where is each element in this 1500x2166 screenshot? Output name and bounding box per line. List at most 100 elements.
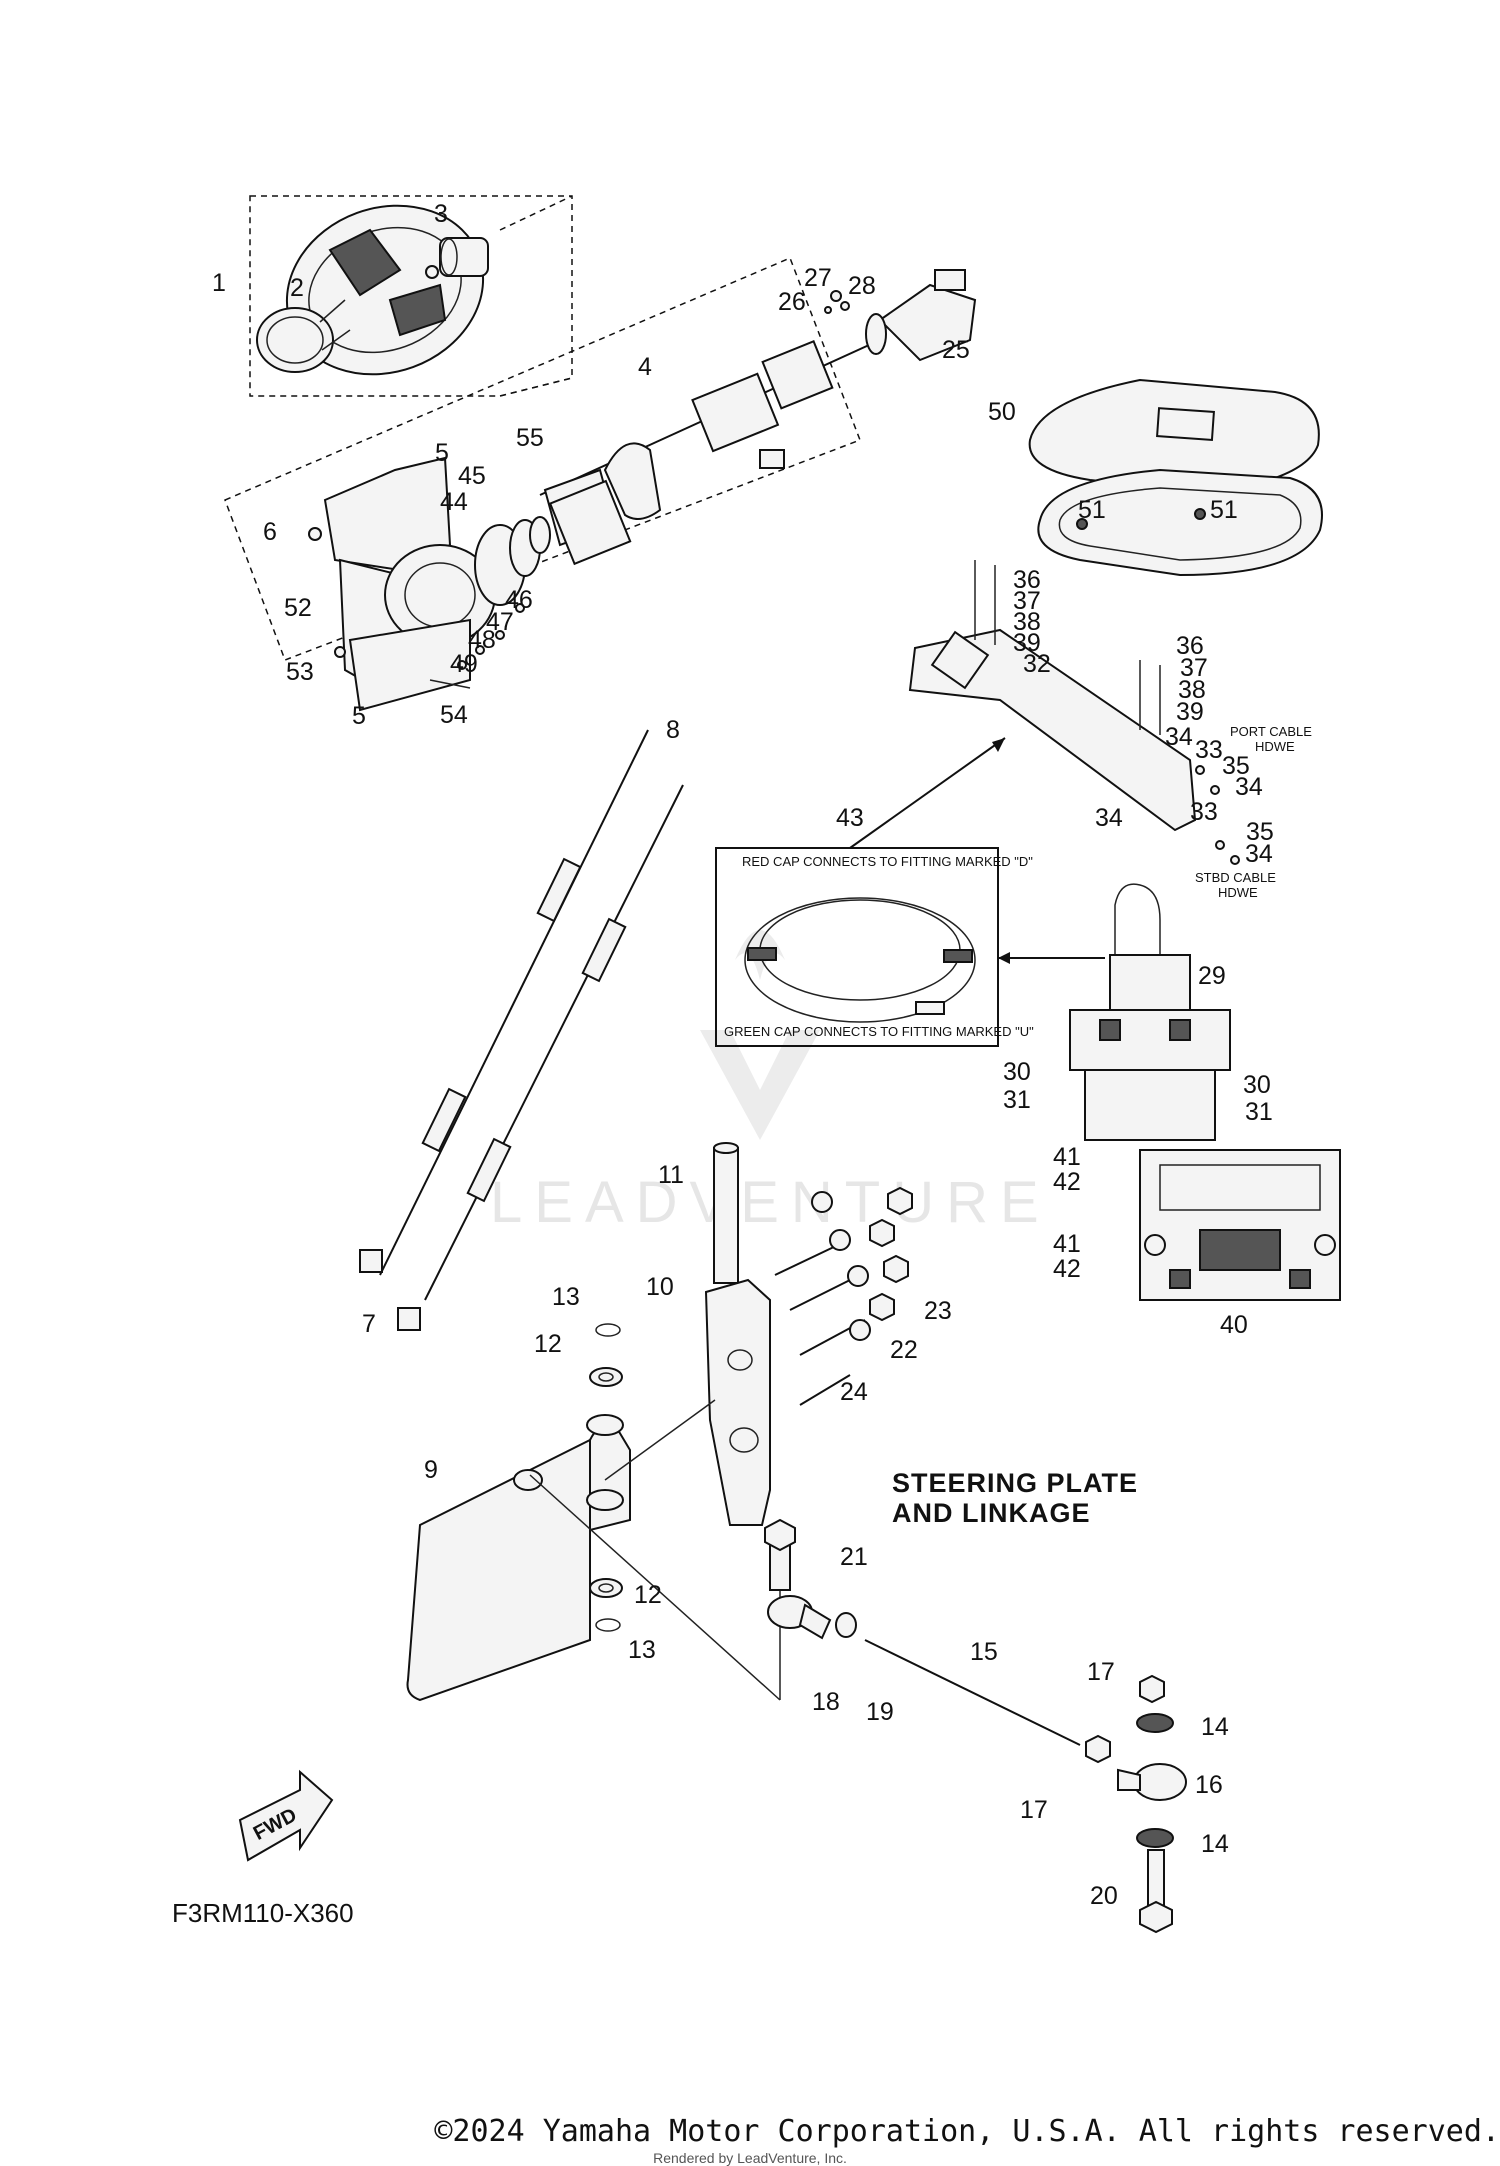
callout-c27: 27: [804, 264, 832, 292]
callout-c17a: 17: [1087, 1658, 1115, 1686]
callout-c12b: 12: [634, 1581, 662, 1609]
callout-c33b: 33: [1190, 798, 1218, 826]
callout-c36b: 36: [1176, 632, 1204, 660]
stbd-cable-label-2: HDWE: [1218, 885, 1258, 900]
callout-c20: 20: [1090, 1882, 1118, 1910]
callout-c23: 23: [924, 1297, 952, 1325]
copyright-text: ©2024 Yamaha Motor Corporation, U.S.A. A…: [434, 2114, 1500, 2149]
callout-c41b: 41: [1053, 1230, 1081, 1258]
callout-c7: 7: [362, 1310, 376, 1338]
callout-c26: 26: [778, 288, 806, 316]
callout-c39a: 39: [1013, 629, 1041, 657]
callout-c29: 29: [1198, 962, 1226, 990]
callout-c9: 9: [424, 1456, 438, 1484]
callout-c3: 3: [434, 200, 448, 228]
callout-c30a: 30: [1003, 1058, 1031, 1086]
cable-bracket-group: [908, 560, 1240, 865]
callout-c48: 48: [468, 626, 496, 654]
callout-c42a: 42: [1053, 1168, 1081, 1196]
callout-c10: 10: [646, 1273, 674, 1301]
hose-kit-box: RED CAP CONNECTS TO FITTING MARKED "D" G…: [715, 737, 1105, 1047]
callout-c34b: 34: [1235, 773, 1263, 801]
callout-c1: 1: [212, 269, 226, 297]
callout-c8: 8: [666, 716, 680, 744]
callout-c46: 46: [505, 586, 533, 614]
callout-c51b: 51: [1210, 496, 1238, 524]
callout-c52: 52: [284, 594, 312, 622]
hydraulic-pump-group: [1069, 883, 1231, 1141]
callout-c44: 44: [440, 488, 468, 516]
callout-c50: 50: [988, 398, 1016, 426]
callout-c49: 49: [450, 650, 478, 678]
drawing-code: F3RM110-X360: [172, 1898, 354, 1928]
callout-c40: 40: [1220, 1311, 1248, 1339]
callout-c5b: 5: [352, 702, 366, 730]
callout-c47: 47: [486, 608, 514, 636]
stbd-cable-label-1: STBD CABLE: [1195, 870, 1276, 885]
callout-c22: 22: [890, 1336, 918, 1364]
callout-c25: 25: [942, 336, 970, 364]
callout-c38b: 38: [1178, 676, 1206, 704]
steering-cables-group: [359, 729, 684, 1331]
callout-c41a: 41: [1053, 1143, 1081, 1171]
callout-c53: 53: [286, 658, 314, 686]
diagram-title-line1: STEERING PLATE: [892, 1468, 1138, 1498]
callout-c42b: 42: [1053, 1255, 1081, 1283]
watermark-text: LEADVENTURE: [490, 1170, 1051, 1235]
callout-c51a: 51: [1078, 496, 1106, 524]
steering-column-group: [224, 257, 977, 661]
callout-c19: 19: [866, 1698, 894, 1726]
callout-c12a: 12: [534, 1330, 562, 1358]
callout-c24: 24: [840, 1378, 868, 1406]
callout-c37b: 37: [1180, 654, 1208, 682]
callout-c34d: 34: [1245, 840, 1273, 868]
callout-c55: 55: [516, 424, 544, 452]
helm-housing-group: [308, 456, 632, 712]
callout-c54: 54: [440, 701, 468, 729]
watermark: LEADVENTURE: [490, 930, 1051, 1235]
callout-c13b: 13: [628, 1636, 656, 1664]
note-green-cap: GREEN CAP CONNECTS TO FITTING MARKED "U": [724, 1024, 1034, 1039]
callout-c21: 21: [840, 1543, 868, 1571]
callout-c34a: 34: [1165, 723, 1193, 751]
callout-c28: 28: [848, 272, 876, 300]
fwd-arrow-icon: FWD: [238, 1769, 334, 1862]
callout-c6: 6: [263, 518, 277, 546]
callout-c14b: 14: [1201, 1830, 1229, 1858]
callout-c43: 43: [836, 804, 864, 832]
control-module-group: [1139, 1149, 1341, 1301]
callout-c34c: 34: [1095, 804, 1123, 832]
callout-c31b: 31: [1245, 1098, 1273, 1126]
callout-c13a: 13: [552, 1283, 580, 1311]
callout-c2: 2: [290, 274, 304, 302]
callout-c35a: 35: [1222, 752, 1250, 780]
callout-c14a: 14: [1201, 1713, 1229, 1741]
callout-c33a: 33: [1195, 736, 1223, 764]
callout-c4: 4: [638, 353, 652, 381]
callout-c5a: 5: [435, 439, 449, 467]
callout-c32: 32: [1023, 650, 1051, 678]
callout-c11: 11: [658, 1161, 684, 1189]
rendered-by-text: Rendered by LeadVenture, Inc.: [653, 2150, 847, 2166]
callout-c30b: 30: [1243, 1071, 1271, 1099]
steering-wheel-group: [249, 195, 573, 397]
callout-c15: 15: [970, 1638, 998, 1666]
callout-c31a: 31: [1003, 1086, 1031, 1114]
callout-c35b: 35: [1246, 818, 1274, 846]
callout-c37a: 37: [1013, 587, 1041, 615]
port-cable-label-2: HDWE: [1255, 739, 1295, 754]
steering-plate-group: [406, 1142, 1187, 1934]
port-cable-label-1: PORT CABLE: [1230, 724, 1312, 739]
callout-c45: 45: [458, 462, 486, 490]
callout-c39b: 39: [1176, 698, 1204, 726]
diagram-title-line2: AND LINKAGE: [892, 1498, 1091, 1528]
hatch-cover-group: [1028, 378, 1323, 577]
callout-c17b: 17: [1020, 1796, 1048, 1824]
note-red-cap: RED CAP CONNECTS TO FITTING MARKED "D": [742, 854, 1033, 869]
callout-c16: 16: [1195, 1771, 1223, 1799]
callout-c38a: 38: [1013, 608, 1041, 636]
callout-c18: 18: [812, 1688, 840, 1716]
callout-c36a: 36: [1013, 566, 1041, 594]
